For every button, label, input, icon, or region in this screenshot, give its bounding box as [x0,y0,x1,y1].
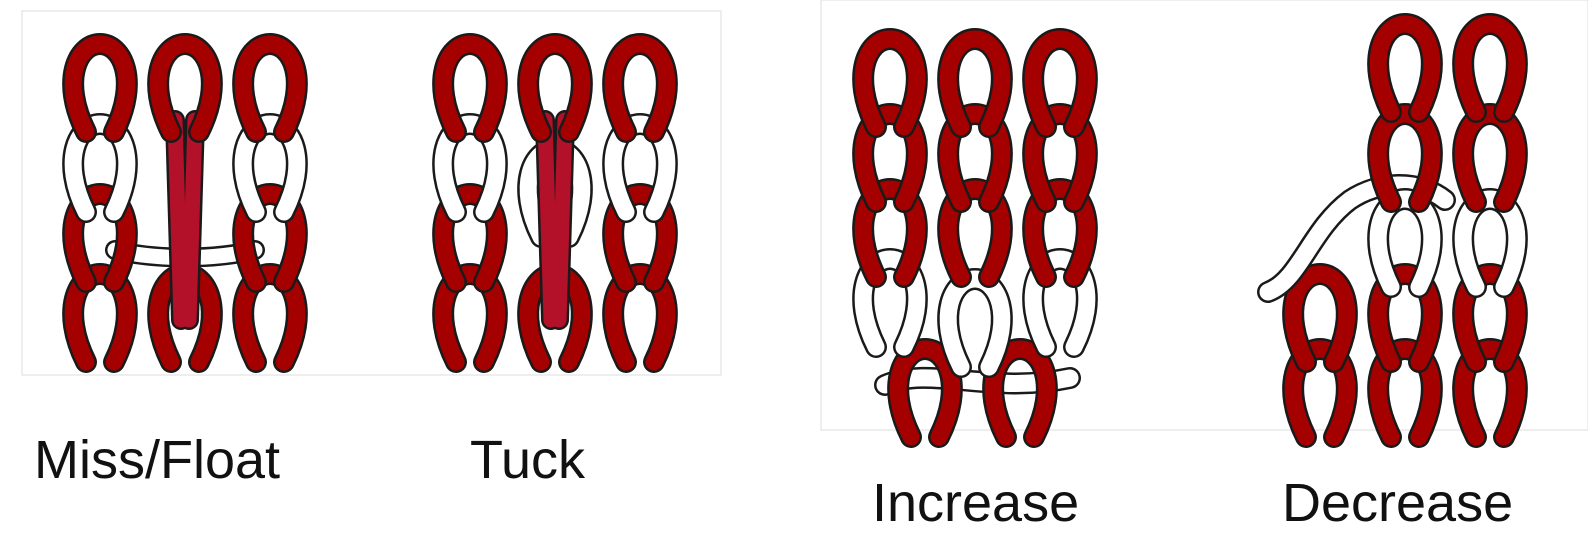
elongated-center-stitch [175,120,195,320]
elongated-center-stitch [545,120,565,320]
miss-float-label: Miss/Float [34,433,280,487]
tuck-label: Tuck [470,433,585,487]
decrease-label: Decrease [1282,476,1513,530]
increase-label: Increase [872,476,1079,530]
